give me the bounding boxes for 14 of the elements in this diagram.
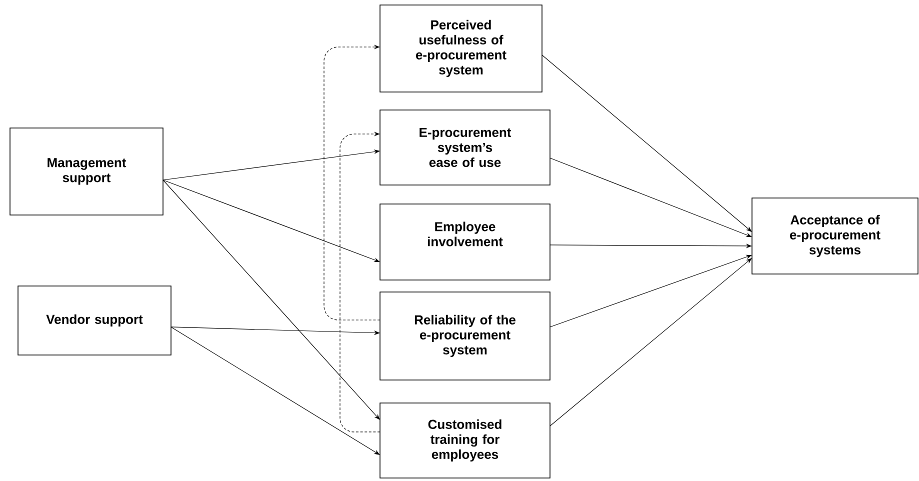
factor-box: Reliability of the e-procurement system (380, 292, 550, 380)
arrow (542, 54, 752, 232)
factor-box: Management support (10, 128, 164, 216)
arrow (162, 180, 380, 420)
factor-box: E-procurement system’s ease of use (380, 110, 550, 186)
factor-box: Customised training for employees (380, 402, 550, 478)
factor-box: Vendor support (18, 286, 172, 356)
arrow (170, 326, 380, 455)
factor-box: Perceived usefulness of e-procurement system (380, 4, 542, 92)
factor-box: Employee involvement (380, 204, 550, 280)
dashed-arrow (340, 132, 380, 432)
dashed-arrow (324, 44, 380, 320)
arrow (550, 258, 752, 426)
factor-box: Acceptance of e-procurement systems (752, 198, 918, 274)
